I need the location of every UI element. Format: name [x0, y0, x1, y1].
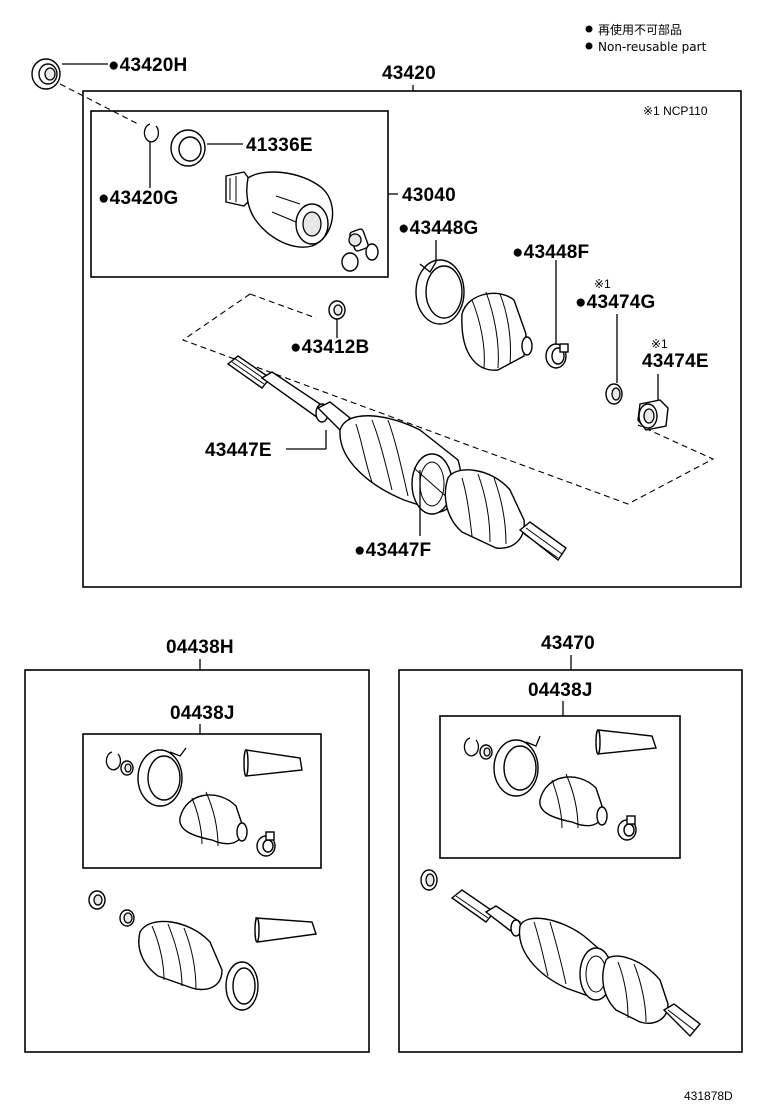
kit-box-04438H — [24, 669, 370, 1053]
label-43470: 43470 — [541, 633, 595, 654]
note-mark-43474G: ※1 — [594, 277, 611, 291]
clamp-band-43448G[interactable] — [415, 259, 465, 325]
kit-box-43470 — [398, 669, 743, 1053]
kit-left-lower-parts[interactable] — [88, 890, 317, 1011]
label-43412B: ●43412B — [290, 337, 369, 358]
joint-housing-43040[interactable] — [225, 171, 334, 248]
assembly-box-43420 — [82, 90, 742, 588]
legend-en: Non-reusable part — [598, 40, 707, 54]
shaft-spline-outboard[interactable] — [518, 521, 567, 562]
legend: 再使用不可部品 Non-reusable part — [585, 22, 707, 54]
note-mark-43474E: ※1 — [651, 337, 668, 351]
label-43447F: ●43447F — [354, 540, 431, 561]
shaft-boot-inboard[interactable] — [339, 415, 462, 515]
drive-shaft-43447E[interactable] — [226, 355, 351, 432]
boot-43447F-outer[interactable] — [461, 291, 533, 371]
label-41336E: 41336E — [246, 135, 313, 156]
kit-right-shaft[interactable] — [420, 869, 702, 1038]
kit-box-04438J-right — [439, 715, 681, 859]
bullet-icon — [585, 42, 593, 50]
kit-right-parts[interactable] — [463, 729, 657, 841]
shaft-boot-outboard[interactable] — [444, 469, 525, 549]
note-ncp110: ※1 NCP110 — [643, 104, 708, 118]
kit-left-parts[interactable] — [105, 747, 303, 857]
snap-ring-43420G[interactable] — [143, 123, 160, 143]
seal-43420H[interactable] — [31, 58, 61, 90]
label-43448G: ●43448G — [398, 218, 479, 239]
legend-jp: 再使用不可部品 — [598, 22, 682, 37]
small-clamp-43448F[interactable] — [545, 343, 569, 369]
bearing-43474E[interactable] — [637, 399, 669, 431]
label-43040: 43040 — [402, 185, 456, 206]
label-04438H: 04438H — [166, 637, 234, 658]
label-04438J-right: 04438J — [528, 680, 593, 701]
ring-41336E[interactable] — [170, 129, 206, 167]
label-43420H: ●43420H — [108, 55, 187, 76]
label-43474G: ●43474G — [575, 292, 656, 313]
diagram-code: 431878D — [684, 1089, 733, 1103]
label-43448F: ●43448F — [512, 242, 589, 263]
label-04438J-left: 04438J — [170, 703, 235, 724]
tripod-43040[interactable] — [341, 228, 379, 272]
ring-43474G[interactable] — [605, 383, 623, 405]
label-43420G: ●43420G — [98, 188, 179, 209]
label-43474E: 43474E — [642, 351, 709, 372]
label-43447E: 43447E — [205, 440, 272, 461]
clip-43412B[interactable] — [328, 300, 346, 320]
bullet-icon — [585, 25, 593, 33]
label-43420: 43420 — [382, 63, 436, 84]
kit-box-04438J-left — [82, 733, 322, 869]
